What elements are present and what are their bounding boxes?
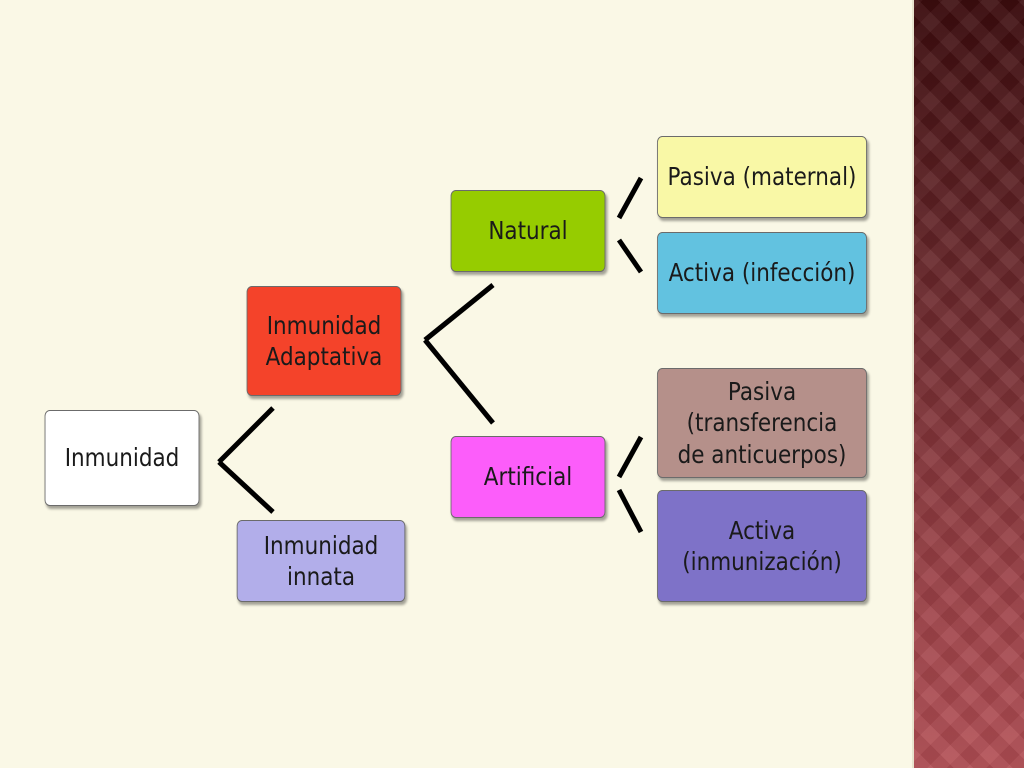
node-pasiva-maternal: Pasiva (maternal) bbox=[657, 136, 867, 218]
node-inmunidad: Inmunidad bbox=[44, 410, 200, 506]
node-inmunidad-adaptativa-label: Inmunidad Adaptativa bbox=[265, 310, 383, 371]
node-pasiva-transferencia: Pasiva (transferencia de anticuerpos) bbox=[657, 368, 867, 478]
connector-root-innate bbox=[217, 460, 275, 514]
connector-adaptive-natural bbox=[423, 283, 495, 342]
node-inmunidad-adaptativa: Inmunidad Adaptativa bbox=[246, 286, 402, 396]
connector-artificial-passive bbox=[616, 435, 644, 479]
connector-adaptive-artificial bbox=[423, 338, 495, 425]
node-artificial-label: Artificial bbox=[483, 462, 573, 492]
decorative-side-band bbox=[912, 0, 1024, 768]
connector-artificial-active bbox=[616, 488, 644, 534]
node-activa-infeccion-label: Activa (infección) bbox=[668, 258, 856, 288]
node-natural-label: Natural bbox=[488, 216, 568, 246]
node-inmunidad-innata: Inmunidad innata bbox=[236, 520, 406, 602]
node-activa-inmunizacion: Activa (inmunización) bbox=[657, 490, 867, 602]
node-pasiva-transferencia-label: Pasiva (transferencia de anticuerpos) bbox=[677, 377, 847, 469]
node-activa-infeccion: Activa (infección) bbox=[657, 232, 867, 314]
node-activa-inmunizacion-label: Activa (inmunización) bbox=[682, 515, 842, 576]
node-inmunidad-innata-label: Inmunidad innata bbox=[263, 530, 379, 591]
connector-natural-passive bbox=[616, 176, 644, 220]
node-inmunidad-label: Inmunidad bbox=[64, 443, 180, 473]
node-pasiva-maternal-label: Pasiva (maternal) bbox=[667, 162, 857, 192]
connector-natural-active bbox=[616, 238, 644, 274]
node-artificial: Artificial bbox=[450, 436, 606, 518]
node-natural: Natural bbox=[450, 190, 606, 272]
connector-root-adaptive bbox=[217, 406, 275, 464]
